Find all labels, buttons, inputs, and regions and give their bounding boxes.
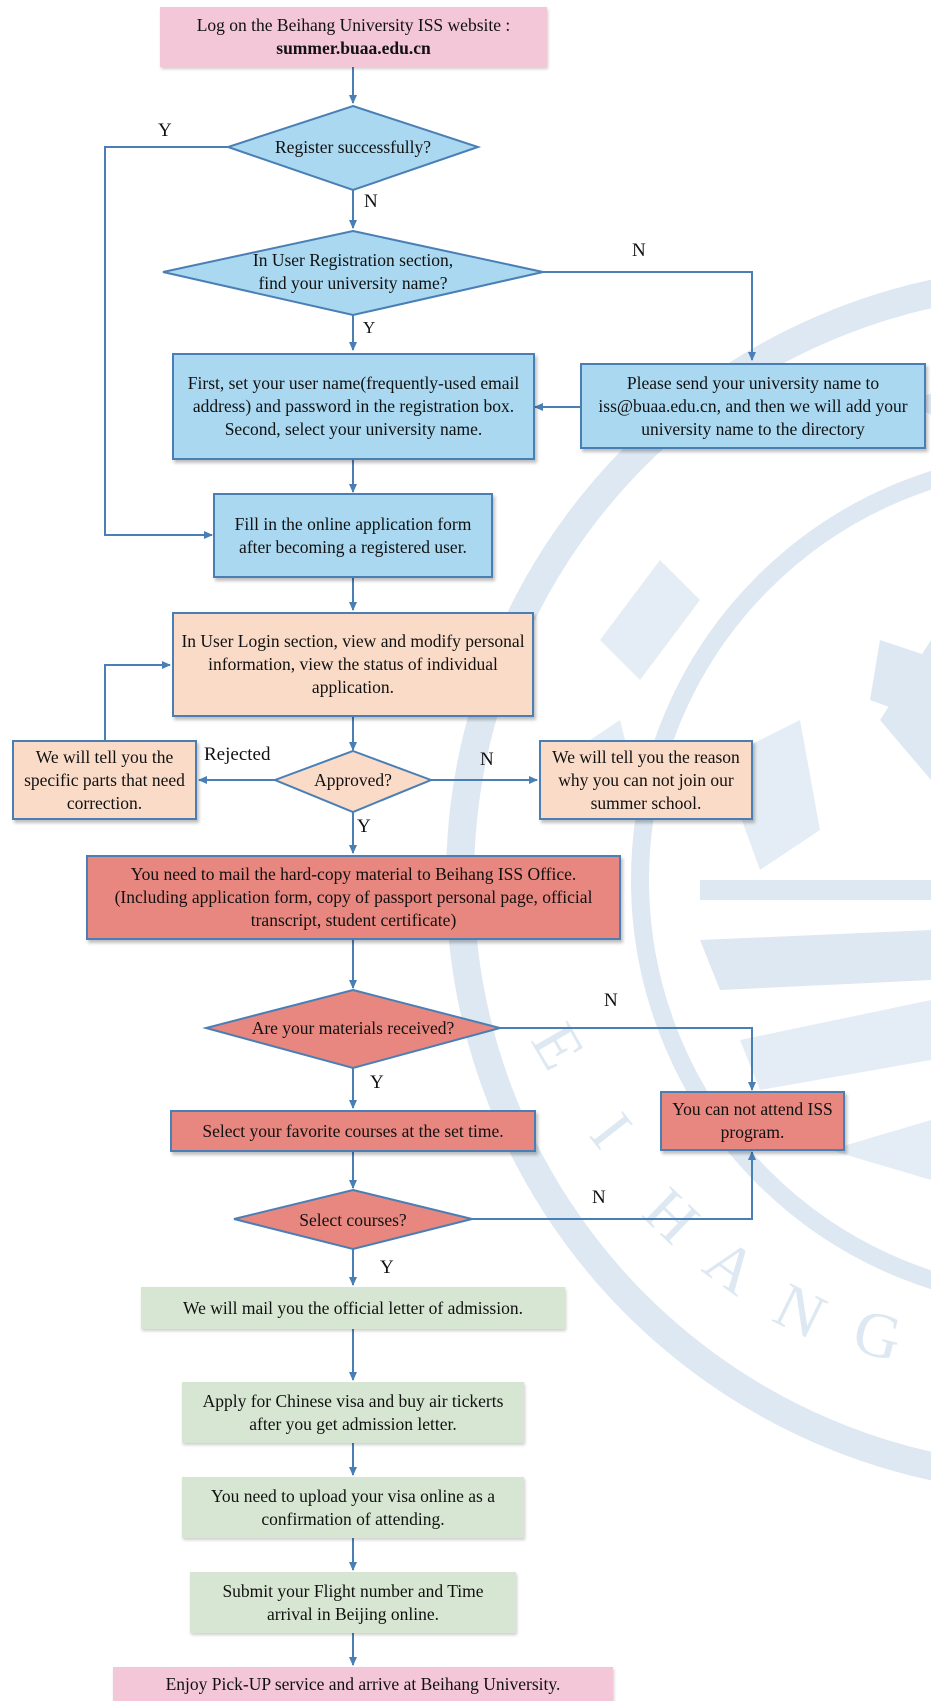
label-approved-no: N xyxy=(480,749,494,770)
label-register-no: N xyxy=(364,191,378,212)
step-admission: We will mail you the official letter of … xyxy=(141,1287,565,1329)
step-rejected-reason: We will tell you the reason why you can … xyxy=(539,740,753,820)
step-logon: Log on the Beihang University ISS websit… xyxy=(160,7,547,67)
connectors xyxy=(104,67,756,1666)
watermark-letter: N xyxy=(764,1269,837,1353)
step-admission-text: We will mail you the official letter of … xyxy=(183,1297,523,1318)
label-approved-yes: Y xyxy=(357,816,371,837)
watermark-letter: E xyxy=(518,1012,599,1081)
label-received-yes: Y xyxy=(370,1072,384,1093)
step-cannot-attend: You can not attend ISS program. xyxy=(660,1091,845,1151)
step-send-university: Please send your university name to iss@… xyxy=(580,363,926,449)
step-select-courses: Select your favorite courses at the set … xyxy=(170,1110,536,1152)
label-find-no: N xyxy=(632,240,646,261)
step-mail-material: You need to mail the hard-copy material … xyxy=(86,855,621,940)
step-upload-visa: You need to upload your visa online as a… xyxy=(182,1477,524,1538)
decision-approved-label: Approved? xyxy=(314,769,392,790)
connector-correction-login xyxy=(104,661,171,740)
step-set-username: First, set your user name(frequently-use… xyxy=(172,353,535,460)
decision-select-courses xyxy=(233,1188,473,1251)
step-flight-text: Submit your Flight number and Time arriv… xyxy=(222,1580,484,1624)
step-rejected-reason-text: We will tell you the reason why you can … xyxy=(552,746,740,813)
label-courses-no: N xyxy=(592,1187,606,1208)
connector-find-no xyxy=(543,271,756,361)
step-fill-form: Fill in the online application form afte… xyxy=(213,493,493,578)
label-rejected: Rejected xyxy=(204,744,271,765)
label-find-yes: Y xyxy=(363,318,376,337)
decision-find-university-label: In User Registration section, find your … xyxy=(252,250,454,293)
label-register-yes: Y xyxy=(158,120,172,141)
step-visa-text: Apply for Chinese visa and buy air ticke… xyxy=(202,1390,504,1434)
step-mail-material-text: You need to mail the hard-copy material … xyxy=(114,864,593,930)
decision-received xyxy=(202,988,504,1070)
step-set-username-text: First, set your user name(frequently-use… xyxy=(187,373,520,439)
label-received-no: N xyxy=(604,990,618,1011)
step-user-login-text: In User Login section, view and modify p… xyxy=(181,631,525,697)
label-courses-yes: Y xyxy=(380,1257,394,1278)
decision-register-label: Register successfully? xyxy=(275,136,431,157)
step-visa: Apply for Chinese visa and buy air ticke… xyxy=(182,1382,524,1443)
decision-approved xyxy=(272,749,434,814)
step-cannot-attend-text: You can not attend ISS program. xyxy=(672,1099,833,1142)
step-select-courses-text: Select your favorite courses at the set … xyxy=(202,1120,504,1141)
decision-find-university xyxy=(162,229,544,317)
step-fill-form-text: Fill in the online application form afte… xyxy=(234,513,472,557)
watermark-letter: H xyxy=(630,1174,713,1257)
watermark-letter: I xyxy=(577,1100,646,1161)
decision-select-courses-label: Select courses? xyxy=(299,1209,407,1230)
step-correction-text: We will tell you the specific parts that… xyxy=(24,746,185,813)
watermark-letter: A xyxy=(692,1224,771,1309)
step-user-login: In User Login section, view and modify p… xyxy=(172,612,534,717)
connector-register-yes xyxy=(104,146,228,539)
connector-courses-no xyxy=(472,1151,756,1220)
decision-received-label: Are your materials received? xyxy=(251,1017,455,1038)
step-upload-visa-text: You need to upload your visa online as a… xyxy=(210,1485,496,1529)
step-correction: We will tell you the specific parts that… xyxy=(12,740,197,820)
step-logon-line1: Log on the Beihang University ISS websit… xyxy=(196,15,511,35)
step-pickup: Enjoy Pick-UP service and arrive at Beih… xyxy=(113,1667,613,1701)
step-logon-url: summer.buaa.edu.cn xyxy=(276,38,431,58)
step-flight: Submit your Flight number and Time arriv… xyxy=(190,1572,516,1633)
decision-register xyxy=(224,104,482,192)
connector-received-no xyxy=(500,1027,756,1091)
step-pickup-text: Enjoy Pick-UP service and arrive at Beih… xyxy=(165,1673,561,1694)
step-send-university-text: Please send your university name to iss@… xyxy=(598,372,908,439)
watermark-letter: G xyxy=(847,1295,909,1375)
